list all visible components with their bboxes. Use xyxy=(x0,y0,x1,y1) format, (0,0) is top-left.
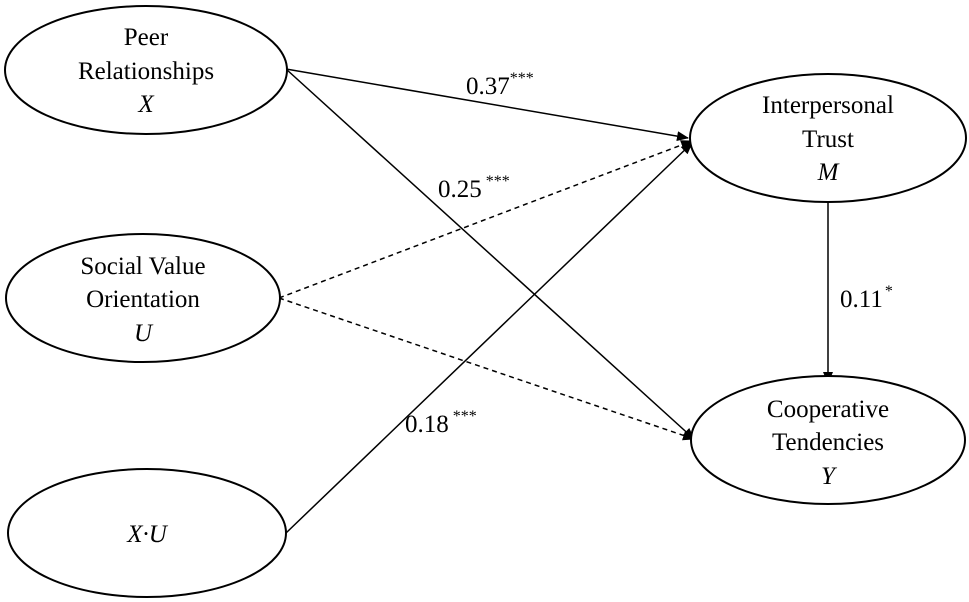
node-label: Relationships xyxy=(78,58,214,85)
coef-sig: *** xyxy=(510,70,534,87)
coef-value: 0.11 xyxy=(840,286,883,313)
node-cooperative-tendencies: Cooperative Tendencies Y xyxy=(690,375,966,505)
node-label: Social Value xyxy=(80,253,205,280)
coef-x-to-m: 0.37*** xyxy=(466,70,534,100)
path-u-to-y xyxy=(278,297,695,441)
coef-value: 0.25 xyxy=(438,176,482,203)
coef-sig: *** xyxy=(486,173,510,190)
node-social-value-orientation: Social Value Orientation U xyxy=(5,233,281,363)
node-ellipse xyxy=(7,468,287,598)
coef-value: 0.37 xyxy=(466,73,510,100)
path-u-to-m xyxy=(278,140,693,299)
node-symbol: M xyxy=(817,159,840,186)
node-label: Tendencies xyxy=(772,429,884,456)
node-ellipse xyxy=(5,233,281,363)
path-x-to-m xyxy=(285,68,689,142)
node-ellipse xyxy=(690,375,966,505)
node-ellipse xyxy=(4,5,288,135)
coef-sig: * xyxy=(885,283,893,300)
node-peer-relationships: Peer Relationships X xyxy=(4,5,288,135)
node-interaction-xu: X·U xyxy=(7,468,287,598)
path-x-to-y xyxy=(285,68,695,440)
node-label: Peer xyxy=(124,24,169,51)
coef-value: 0.18 xyxy=(405,411,449,438)
node-label: Orientation xyxy=(86,286,200,313)
paths xyxy=(278,68,833,534)
coef-sig: *** xyxy=(453,408,477,425)
path-xu-to-m xyxy=(285,142,693,534)
node-label: Trust xyxy=(802,126,854,153)
node-interpersonal-trust: Interpersonal Trust M xyxy=(689,73,967,203)
coef-x-to-y: 0.25*** xyxy=(438,173,510,203)
node-symbol: X·U xyxy=(126,521,169,548)
node-ellipse xyxy=(689,73,967,203)
coef-m-to-y: 0.11* xyxy=(840,283,893,313)
node-symbol: U xyxy=(134,320,154,347)
node-label: Cooperative xyxy=(767,396,889,423)
node-symbol: Y xyxy=(821,463,838,490)
node-label: Interpersonal xyxy=(762,92,894,119)
node-symbol: X xyxy=(137,91,155,118)
coef-xu-to-m: 0.18*** xyxy=(405,408,477,438)
